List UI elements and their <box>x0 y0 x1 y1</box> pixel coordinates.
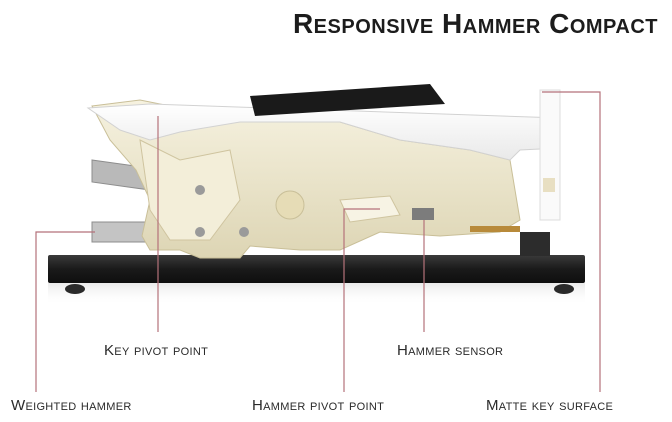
leader-line-matte-key-surface <box>542 91 601 392</box>
white-key <box>86 89 561 221</box>
label-hammer-sensor: Hammer sensor <box>397 342 504 359</box>
black-key <box>250 84 445 116</box>
leader-line-weighted-hammer <box>35 231 95 392</box>
page-title: Responsive Hammer Compact <box>292 8 658 39</box>
leader-line-hammer-pivot <box>343 208 380 392</box>
leader-lines <box>35 91 601 392</box>
label-weighted-hammer: Weighted hammer <box>11 397 132 414</box>
label-matte-key-surface: Matte key surface <box>486 397 614 414</box>
label-key-pivot-point: Key pivot point <box>104 342 209 359</box>
base-plate <box>48 255 585 305</box>
label-hammer-pivot-point: Hammer pivot point <box>252 397 385 414</box>
